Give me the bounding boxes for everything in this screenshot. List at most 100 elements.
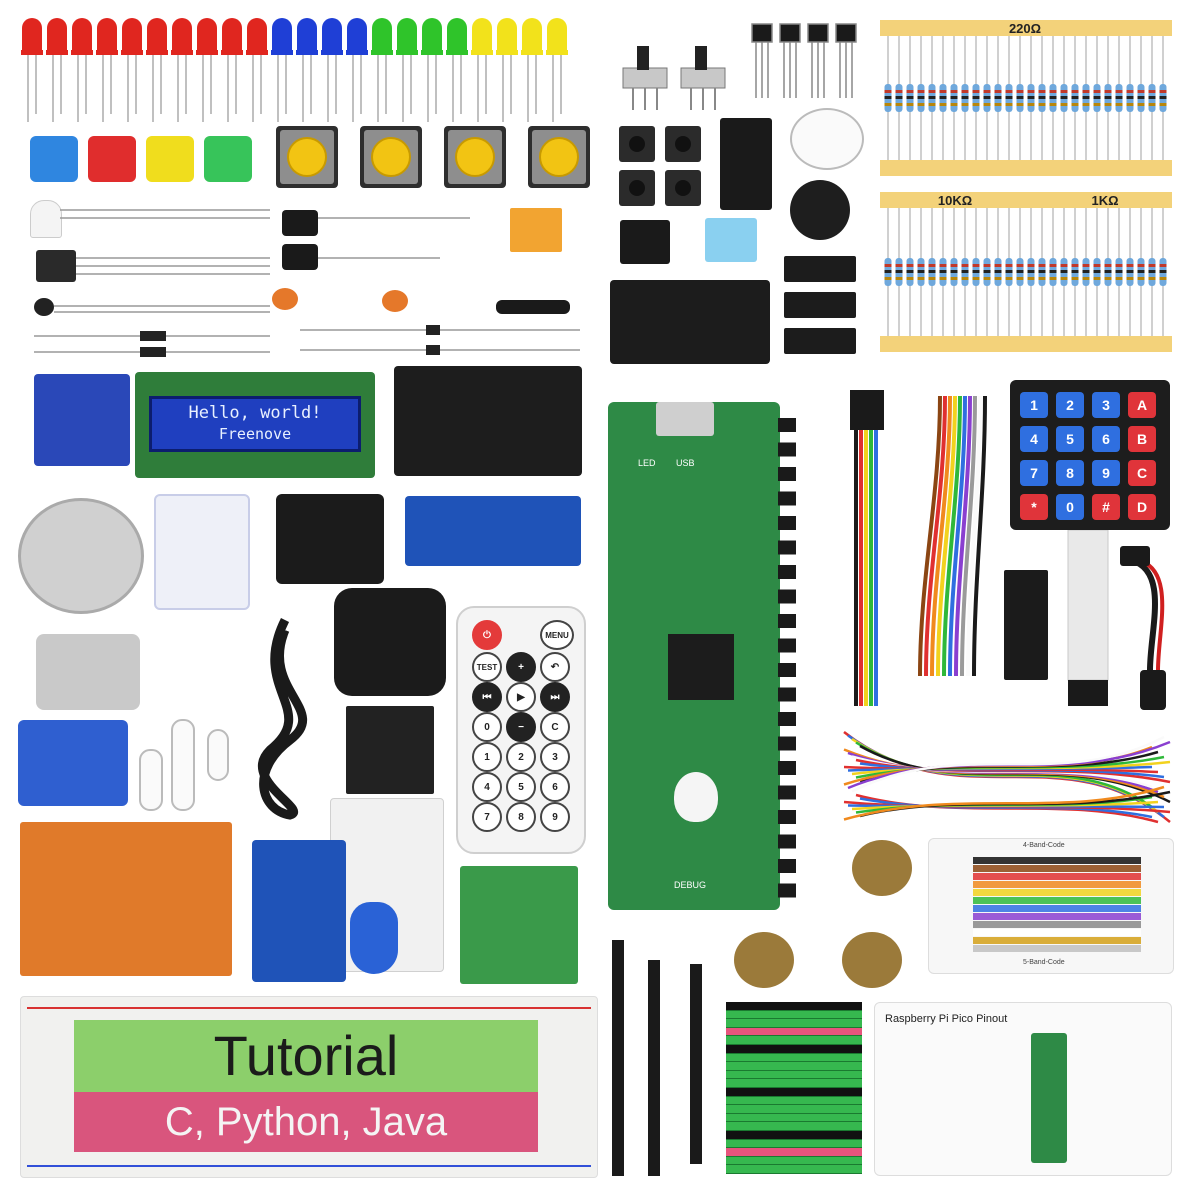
- led: [46, 18, 68, 122]
- keypad-key[interactable]: 7: [1020, 460, 1048, 486]
- resistor: [1027, 36, 1035, 160]
- led: [546, 18, 568, 122]
- resistor: [1159, 36, 1167, 160]
- ultrasonic-sensor: [405, 496, 581, 566]
- led: [521, 18, 543, 122]
- resistor: [1104, 36, 1112, 160]
- color-code-row: [973, 897, 1141, 904]
- color-code-row: [973, 945, 1141, 952]
- color-code-row: [973, 921, 1141, 928]
- keypad-key[interactable]: 8: [1056, 460, 1084, 486]
- resistor: [1148, 36, 1156, 160]
- usb-port: [656, 402, 714, 436]
- header-pin: [778, 589, 796, 604]
- header-pin: [778, 638, 796, 653]
- wire: [942, 395, 962, 677]
- keypad-key[interactable]: 4: [1020, 426, 1048, 452]
- keypad-key[interactable]: A: [1128, 392, 1156, 418]
- pin-table-row: [726, 1156, 862, 1166]
- potentiometer-1: [852, 840, 912, 896]
- header-pin: [778, 810, 796, 824]
- rgb-led-ring: [334, 588, 446, 696]
- plus-button[interactable]: +: [506, 652, 536, 682]
- pin-table-row: [726, 1139, 862, 1149]
- key-c[interactable]: C: [540, 712, 570, 742]
- resistor: [939, 36, 947, 160]
- keypad-key[interactable]: D: [1128, 494, 1156, 520]
- lcd-screen: Hello, world! Freenove: [149, 396, 361, 452]
- rfid-keyfob: [350, 902, 398, 974]
- minus-button[interactable]: −: [506, 712, 536, 742]
- jumper-wire: [843, 785, 1165, 821]
- button-cap-red: [88, 136, 136, 182]
- resistor: [906, 36, 914, 160]
- resistor: [1038, 208, 1046, 336]
- pin-table-row: [726, 1062, 862, 1071]
- resistor: [1115, 208, 1123, 336]
- key-6[interactable]: 6: [540, 772, 570, 802]
- keypad-key[interactable]: 1: [1020, 392, 1048, 418]
- pin-table-row: [726, 1045, 862, 1054]
- resistor: [1126, 208, 1134, 336]
- button-cap-yellow: [146, 136, 194, 182]
- pin-table-row: [726, 1131, 862, 1140]
- keypad-key[interactable]: 2: [1056, 392, 1084, 418]
- potentiometer-3: [842, 932, 902, 988]
- relay: [510, 208, 562, 252]
- transistors: [751, 23, 857, 98]
- rfid-reader: [252, 840, 346, 982]
- led: [296, 18, 318, 122]
- pin-table-row: [726, 1113, 862, 1123]
- header-pin: [778, 491, 796, 506]
- potentiometer-2: [734, 932, 794, 988]
- play-button[interactable]: ▶: [506, 682, 536, 712]
- five-band-code-label: 5-Band-Code: [1023, 959, 1065, 966]
- resistor-label-220: 220Ω: [1008, 21, 1042, 36]
- key-1[interactable]: 1: [472, 742, 502, 772]
- dupont-wires: [850, 390, 987, 706]
- active-buzzer: [790, 108, 864, 170]
- next-button[interactable]: ⏭: [540, 682, 570, 712]
- shift-register-chips: [784, 256, 856, 354]
- keypad-key[interactable]: C: [1128, 460, 1156, 486]
- led: [496, 18, 518, 122]
- one-digit-display: [620, 220, 670, 264]
- mpu-module: [34, 374, 130, 466]
- resistor: [1060, 36, 1068, 160]
- power-button[interactable]: ⏻: [472, 620, 502, 650]
- keypad-key[interactable]: 5: [1056, 426, 1084, 452]
- resistor: [1005, 36, 1013, 160]
- resistor: [994, 36, 1002, 160]
- key-7[interactable]: 7: [472, 802, 502, 832]
- key-4[interactable]: 4: [472, 772, 502, 802]
- keypad-key[interactable]: 0: [1056, 494, 1084, 520]
- resistor: [884, 36, 892, 160]
- key-3[interactable]: 3: [540, 742, 570, 772]
- key-5[interactable]: 5: [506, 772, 536, 802]
- keypad-key[interactable]: 6: [1092, 426, 1120, 452]
- key-8[interactable]: 8: [506, 802, 536, 832]
- prev-button[interactable]: ⏮: [472, 682, 502, 712]
- test-button[interactable]: TEST: [472, 652, 502, 682]
- menu-button[interactable]: MENU: [540, 620, 574, 650]
- header-pin: [778, 736, 796, 751]
- resistor: [1093, 36, 1101, 160]
- key-9[interactable]: 9: [540, 802, 570, 832]
- led: [246, 18, 268, 122]
- pin-table-row: [726, 1105, 862, 1114]
- led-dot-matrix: [346, 706, 434, 794]
- electrolytic-capacitor-2: [282, 244, 318, 270]
- back-button[interactable]: ↶: [540, 652, 570, 682]
- key-2[interactable]: 2: [506, 742, 536, 772]
- resistor: [906, 208, 914, 336]
- color-code-row: [973, 881, 1141, 888]
- keypad-key[interactable]: 3: [1092, 392, 1120, 418]
- keypad-ribbon: [1067, 530, 1109, 706]
- keypad-key[interactable]: 9: [1092, 460, 1120, 486]
- keypad-key[interactable]: B: [1128, 426, 1156, 452]
- keypad-key[interactable]: #: [1092, 494, 1120, 520]
- keypad-key[interactable]: *: [1020, 494, 1048, 520]
- key-0[interactable]: 0: [472, 712, 502, 742]
- battery-holder: [610, 280, 770, 364]
